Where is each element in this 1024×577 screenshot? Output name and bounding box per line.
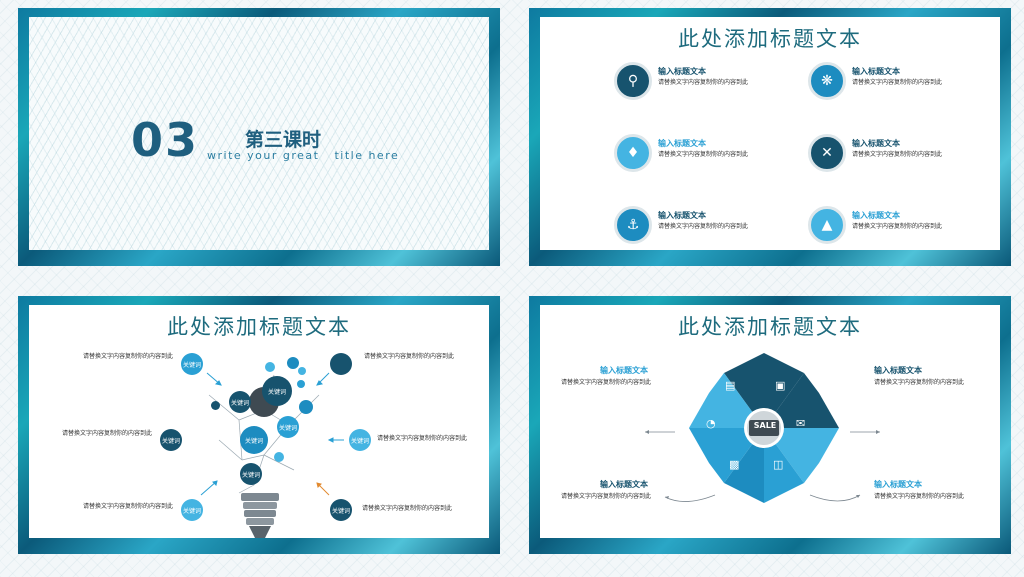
section-subtitle: write your great title here: [207, 149, 400, 162]
keyword-node: 关键词: [240, 426, 268, 454]
feature-title: 输入标题文本: [658, 67, 706, 76]
network-dot: [299, 400, 313, 414]
item-desc: 请替换文字内容复制你的内容到此: [362, 505, 453, 512]
feature-title: 输入标题文本: [852, 211, 900, 220]
pie-chart-icon: ◔: [706, 417, 716, 430]
item-desc: 请替换文字内容复制你的内容到此: [561, 493, 652, 500]
item-desc: 请替换文字内容复制你的内容到此: [83, 503, 174, 510]
network-dot: [298, 367, 306, 375]
feature-item: ⚲ 输入标题文本 请替换文字内容复制你的内容到此: [614, 62, 814, 104]
image-icon: ▩: [729, 458, 740, 471]
feature-item: ▲ 输入标题文本 请替换文字内容复制你的内容到此: [808, 206, 1000, 248]
item-title: 输入标题文本: [874, 366, 922, 375]
keyword-bubble: 关键词: [160, 429, 182, 451]
keyword-bubble: 关键词: [349, 429, 371, 451]
item-desc: 请替换文字内容复制你的内容到此: [364, 353, 455, 360]
lightbulb-base-icon: [241, 493, 279, 538]
slide-heading: 此处添加标题文本: [167, 315, 351, 339]
feature-desc: 请替换文字内容复制你的内容到此: [852, 79, 943, 86]
feature-item: ✕ 输入标题文本 请替换文字内容复制你的内容到此: [808, 134, 1000, 176]
keyword-bubble: 关键词: [330, 499, 352, 521]
arrows: [200, 372, 344, 496]
megaphone-icon: ▲: [808, 206, 846, 244]
keyword-node: 关键词: [262, 376, 292, 406]
keyword-node: 关键词: [229, 391, 251, 413]
key-icon: ⚲: [614, 62, 652, 100]
network-dot: [297, 380, 305, 388]
item-desc: 请替换文字内容复制你的内容到此: [874, 493, 965, 500]
feature-title: 输入标题文本: [658, 211, 706, 220]
camera-icon: ◫: [773, 458, 784, 471]
item-desc: 请替换文字内容复制你的内容到此: [874, 379, 965, 386]
arrow-hexagon-diagram: [689, 353, 839, 503]
feature-item: ♦ 输入标题文本 请替换文字内容复制你的内容到此: [614, 134, 814, 176]
feature-desc: 请替换文字内容复制你的内容到此: [658, 79, 749, 86]
chat-icon: ✉: [796, 417, 806, 430]
network-dot: [274, 452, 284, 462]
presentation-icon: ▣: [775, 379, 786, 392]
section-title: 第三课时: [245, 129, 322, 151]
slide-content: 此处添加标题文本 ⚲ 输入标题文本 请替换文字内容复制你的内容到此 ❋ 输入标题…: [540, 17, 1000, 250]
network-dot: [265, 362, 275, 372]
book-icon: ▤: [725, 379, 736, 392]
tools-icon: ✕: [808, 134, 846, 172]
keyword-bubble: [330, 353, 352, 375]
feature-desc: 请替换文字内容复制你的内容到此: [852, 151, 943, 158]
slide-heading: 此处添加标题文本: [678, 315, 862, 339]
slide-thumbnail-1[interactable]: 03 第三课时 write your great title here: [18, 8, 500, 266]
item-desc: 请替换文字内容复制你的内容到此: [83, 353, 174, 360]
sale-label: SALE: [753, 421, 777, 430]
item-desc: 请替换文字内容复制你的内容到此: [561, 379, 652, 386]
slide-content: 此处添加标题文本 SALE ▤ ▣ ✉ ◫ ▩ ◔ 输入标题文本 请替换文字内容…: [540, 305, 1000, 538]
connector-arrows: [645, 430, 880, 502]
keyword-node: 关键词: [277, 416, 299, 438]
item-desc: 请替换文字内容复制你的内容到此: [377, 435, 468, 442]
feature-title: 输入标题文本: [852, 139, 900, 148]
feature-item: ❋ 输入标题文本 请替换文字内容复制你的内容到此: [808, 62, 1000, 104]
slide-thumbnail-4[interactable]: 此处添加标题文本 SALE ▤ ▣ ✉ ◫ ▩ ◔ 输入标题文本 请替换文字内容…: [529, 296, 1011, 554]
section-number: 03: [131, 113, 200, 167]
item-title: 输入标题文本: [600, 480, 648, 489]
network-dot: [287, 357, 299, 369]
bell-icon: ♦: [614, 134, 652, 172]
keyword-bubble: 关键词: [181, 353, 203, 375]
keyword-bubble: 关键词: [181, 499, 203, 521]
slide-heading: 此处添加标题文本: [678, 27, 862, 51]
feature-desc: 请替换文字内容复制你的内容到此: [658, 223, 749, 230]
anchor-icon: ⚓: [614, 206, 652, 244]
item-desc: 请替换文字内容复制你的内容到此: [62, 430, 153, 437]
spinner-icon: ❋: [808, 62, 846, 100]
feature-desc: 请替换文字内容复制你的内容到此: [852, 223, 943, 230]
feature-desc: 请替换文字内容复制你的内容到此: [658, 151, 749, 158]
network-dot: [211, 401, 220, 410]
item-title: 输入标题文本: [600, 366, 648, 375]
feature-item: ⚓ 输入标题文本 请替换文字内容复制你的内容到此: [614, 206, 814, 248]
feature-title: 输入标题文本: [852, 67, 900, 76]
slide-content: 03 第三课时 write your great title here: [29, 17, 489, 250]
keyword-node: 关键词: [240, 463, 262, 485]
slide-thumbnail-3[interactable]: 此处添加标题文本 关键词 关键词 关键词 关键词 关键词: [18, 296, 500, 554]
item-title: 输入标题文本: [874, 480, 922, 489]
slide-content: 此处添加标题文本 关键词 关键词 关键词 关键词 关键词: [29, 305, 489, 538]
slide-thumbnail-2[interactable]: 此处添加标题文本 ⚲ 输入标题文本 请替换文字内容复制你的内容到此 ❋ 输入标题…: [529, 8, 1011, 266]
feature-title: 输入标题文本: [658, 139, 706, 148]
